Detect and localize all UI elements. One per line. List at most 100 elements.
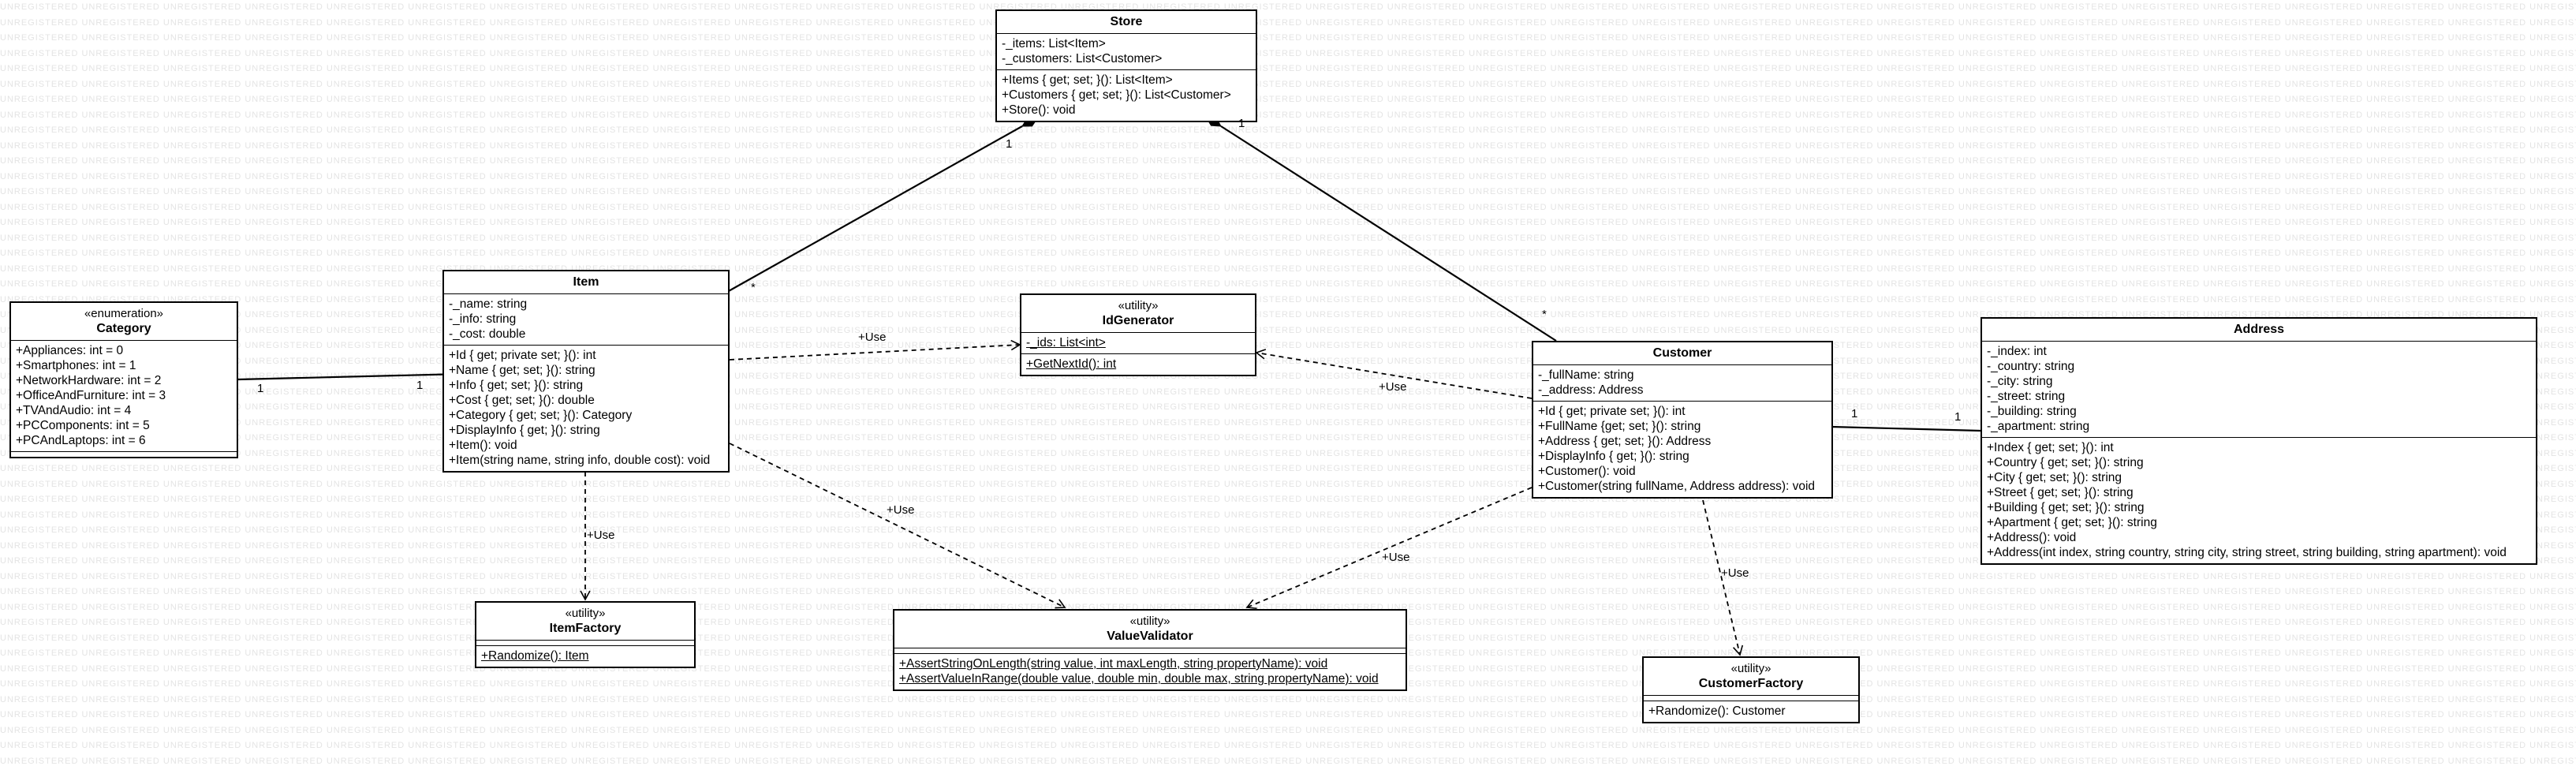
enum-literal: +PCComponents: int = 5 — [16, 419, 150, 432]
use-label-customer-valuevalidator: +Use — [1382, 551, 1410, 564]
operation: +FullName {get; set; }(): string — [1538, 420, 1701, 433]
multiplicity-item-category-category: 1 — [257, 382, 264, 395]
enum-literal: +PCAndLaptops: int = 6 — [16, 434, 146, 447]
attribute: -_index: int — [1987, 345, 2047, 358]
enum-literal: +TVAndAudio: int = 4 — [16, 404, 132, 417]
operation: +Street { get; set; }(): string — [1987, 486, 2134, 499]
operation: +Randomize(): Customer — [1648, 704, 1786, 718]
operation: +Cost { get; set; }(): double — [449, 394, 595, 407]
operation: +City { get; set; }(): string — [1987, 471, 2122, 484]
operation: +Apartment { get; set; }(): string — [1987, 516, 2157, 529]
stereotype: «enumeration» — [84, 307, 164, 320]
class-category[interactable]: «enumeration» Category +Appliances: int … — [9, 301, 238, 458]
attribute: -_items: List<Item> — [1002, 37, 1106, 50]
operation: +Id { get; private set; }(): int — [1538, 405, 1686, 418]
dependency-item-valuevalidator — [729, 443, 1066, 609]
attributes-section — [894, 648, 1406, 654]
static-attribute: -_ids: List<int> — [1026, 336, 1106, 349]
attribute: -_fullName: string — [1538, 368, 1634, 382]
operations-section: +AssertStringOnLength(string value, int … — [894, 654, 1406, 689]
class-itemfactory[interactable]: «utility» ItemFactory +Randomize(): Item — [475, 601, 696, 668]
class-title: Store — [1110, 15, 1143, 28]
attributes-section: -_fullName: string -_address: Address — [1533, 365, 1831, 402]
operation: +Name { get; set; }(): string — [449, 364, 595, 377]
multiplicity-store-customer-store: 1 — [1238, 117, 1245, 130]
operation: +Category { get; set; }(): Category — [449, 409, 633, 422]
class-customerfactory[interactable]: «utility» CustomerFactory +Randomize(): … — [1642, 656, 1860, 723]
attribute: -_name: string — [449, 297, 528, 311]
attribute: -_country: string — [1987, 360, 2075, 373]
class-title: Item — [573, 275, 599, 289]
operations-section: +GetNextId(): int — [1021, 354, 1255, 375]
operation: +Building { get; set; }(): string — [1987, 501, 2145, 514]
operation: +Address(int index, string country, stri… — [1987, 546, 2507, 559]
multiplicity-store-item-item: * — [751, 281, 756, 294]
stereotype: «utility» — [565, 607, 606, 620]
attribute: -_apartment: string — [1987, 420, 2090, 433]
use-label-item-valuevalidator: +Use — [887, 503, 915, 517]
class-title: Customer — [1652, 346, 1712, 360]
operation: +Items { get; set; }(): List<Item> — [1002, 73, 1173, 87]
class-address[interactable]: Address -_index: int -_country: string -… — [1981, 317, 2537, 565]
empty-section — [11, 452, 237, 457]
operations-section: +Id { get; private set; }(): int +Name {… — [444, 346, 728, 471]
dependency-customer-valuevalidator — [1245, 487, 1533, 610]
attributes-section — [1644, 696, 1858, 701]
operations-section: +Id { get; private set; }(): int +FullNa… — [1533, 402, 1831, 497]
stereotype: «utility» — [1730, 662, 1771, 675]
multiplicity-item-category-item: 1 — [416, 379, 424, 392]
attributes-section: -_index: int -_country: string -_city: s… — [1982, 342, 2536, 438]
attributes-section: -_name: string -_info: string -_cost: do… — [444, 294, 728, 346]
composition-customer-address — [1831, 427, 1981, 431]
operations-section: +Index { get; set; }(): int +Country { g… — [1982, 438, 2536, 563]
composition-item-category — [237, 374, 462, 381]
operation: +Index { get; set; }(): int — [1987, 441, 2114, 454]
operation: +Customer(string fullName, Address addre… — [1538, 480, 1816, 493]
dependency-item-idgenerator — [729, 339, 1021, 361]
attribute: -_building: string — [1987, 405, 2077, 418]
operation: +Info { get; set; }(): string — [449, 379, 584, 392]
class-idgenerator[interactable]: «utility» IdGenerator -_ids: List<int> +… — [1020, 293, 1256, 376]
attribute: -_street: string — [1987, 390, 2066, 403]
operations-section: +Items { get; set; }(): List<Item> +Cust… — [997, 70, 1256, 121]
operation: +Customer(): void — [1538, 465, 1636, 478]
multiplicity-store-item-store: 1 — [1006, 137, 1013, 151]
class-title: CustomerFactory — [1698, 677, 1804, 690]
operation: +Address { get; set; }(): Address — [1538, 435, 1712, 448]
enum-literal: +Smartphones: int = 1 — [16, 359, 136, 372]
composition-store-customer — [1221, 126, 1557, 342]
use-label-customer-idgenerator: +Use — [1379, 380, 1407, 394]
dependency-customer-idgenerator — [1255, 349, 1533, 399]
operation: +Country { get; set; }(): string — [1987, 456, 2144, 469]
multiplicity-customer-address-address: 1 — [1954, 410, 1962, 424]
class-valuevalidator[interactable]: «utility» ValueValidator +AssertStringOn… — [893, 609, 1407, 691]
enum-literal: +NetworkHardware: int = 2 — [16, 374, 162, 387]
composition-store-item — [726, 126, 1022, 293]
multiplicity-customer-address-customer: 1 — [1851, 407, 1858, 420]
operation: +Customers { get; set; }(): List<Custome… — [1002, 88, 1231, 102]
operation: +Store(): void — [1002, 103, 1076, 117]
enum-literal: +OfficeAndFurniture: int = 3 — [16, 389, 166, 402]
enum-literal: +Appliances: int = 0 — [16, 344, 124, 357]
use-label-item-idgenerator: +Use — [858, 331, 887, 344]
static-operation: +Randomize(): Item — [481, 649, 589, 663]
attribute: -_info: string — [449, 312, 517, 326]
attributes-section — [476, 641, 694, 646]
static-operation: +GetNextId(): int — [1026, 357, 1117, 371]
class-store[interactable]: Store -_items: List<Item> -_customers: L… — [995, 9, 1257, 122]
class-item[interactable]: Item -_name: string -_info: string -_cos… — [442, 270, 730, 473]
class-title: IdGenerator — [1102, 314, 1174, 327]
operation: +Item(): void — [449, 439, 517, 452]
attribute: -_address: Address — [1538, 383, 1644, 397]
operation: +DisplayInfo { get; }(): string — [1538, 450, 1689, 463]
stereotype: «utility» — [1129, 615, 1170, 628]
class-customer[interactable]: Customer -_fullName: string -_address: A… — [1532, 341, 1833, 499]
operation: +Id { get; private set; }(): int — [449, 349, 596, 362]
operations-section: +Randomize(): Customer — [1644, 701, 1858, 722]
operation: +Item(string name, string info, double c… — [449, 454, 711, 467]
use-label-customer-customerfactory: +Use — [1721, 566, 1749, 580]
literals-section: +Appliances: int = 0 +Smartphones: int =… — [11, 341, 237, 452]
class-title: ItemFactory — [549, 622, 622, 635]
use-label-item-itemfactory: +Use — [587, 529, 615, 542]
